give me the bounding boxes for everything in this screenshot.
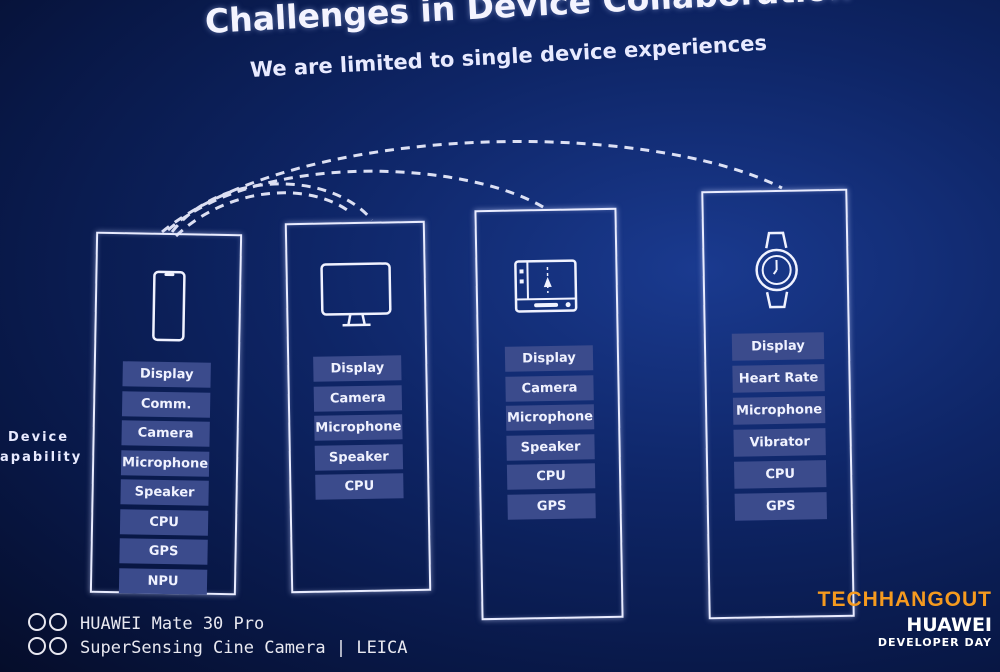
capability-chip: GPS — [734, 492, 828, 521]
capability-chip: CPU — [119, 508, 209, 536]
device-capability-label: Device apability — [0, 428, 80, 468]
capability-list-monitor: Display Camera Microphone Speaker CPU — [313, 355, 404, 504]
capability-chip: CPU — [734, 460, 827, 489]
device-card-monitor: Display Camera Microphone Speaker CPU — [284, 220, 432, 594]
watermark-event-name: DEVELOPER DAY — [877, 636, 992, 649]
capability-chip: Microphone — [732, 396, 826, 425]
camera-watermark-lens: SuperSensing Cine Camera | LEICA — [80, 638, 408, 658]
capability-chip: Heart Rate — [732, 364, 825, 393]
watermark-event-brand: HUAWEI — [906, 614, 992, 636]
capability-list-watch: Display Heart Rate Microphone Vibrator C… — [731, 332, 828, 526]
capability-chip: Vibrator — [733, 428, 826, 457]
capability-chip: GPS — [119, 538, 208, 565]
capability-chip: Microphone — [314, 414, 403, 441]
smartwatch-icon — [755, 231, 798, 309]
capability-chip: NPU — [118, 567, 208, 595]
phone-icon — [152, 270, 186, 342]
capability-chip: Camera — [313, 384, 403, 412]
capability-chip: Speaker — [120, 479, 209, 506]
capability-chip: Display — [504, 345, 594, 372]
capability-chip: CPU — [506, 463, 596, 490]
capability-list-phone: Display Comm. Camera Microphone Speaker … — [118, 361, 211, 598]
camera-watermark: HUAWEI Mate 30 Pro SuperSensing Cine Cam… — [80, 612, 408, 660]
capability-chip: Speaker — [314, 443, 404, 471]
capability-chip: Display — [731, 332, 825, 361]
monitor-icon — [320, 262, 392, 327]
capability-chip: Speaker — [506, 433, 595, 461]
device-card-watch: Display Heart Rate Microphone Vibrator C… — [701, 188, 855, 620]
slide-title: Challenges in Device Collaboration — [203, 0, 853, 41]
capability-chip: CPU — [315, 473, 404, 500]
side-label-line1: Device — [8, 430, 70, 445]
link-phone-watch — [161, 139, 783, 234]
capability-chip: Microphone — [505, 404, 595, 431]
capability-chip: Display — [313, 355, 402, 382]
capability-list-car: Display Camera Microphone Speaker CPU GP… — [504, 345, 596, 524]
capability-chip: Camera — [505, 374, 594, 402]
watermark-brand: TECHHANGOUT — [817, 588, 992, 611]
capability-chip: Display — [122, 361, 211, 388]
capability-chip: Camera — [121, 420, 210, 447]
capability-chip: Comm. — [121, 390, 211, 418]
camera-watermark-model: HUAWEI Mate 30 Pro — [80, 614, 265, 634]
site-watermark: TECHHANGOUT HUAWEI DEVELOPER DAY — [817, 588, 992, 668]
car-dashboard-icon — [514, 259, 578, 313]
capability-chip: Microphone — [120, 449, 210, 477]
capability-chip: GPS — [507, 492, 596, 520]
device-card-car: Display Camera Microphone Speaker CPU GP… — [474, 207, 624, 621]
side-label-line2: apability — [0, 450, 83, 465]
device-card-phone: Display Comm. Camera Microphone Speaker … — [89, 231, 243, 598]
slide-subtitle: We are limited to single device experien… — [249, 30, 768, 82]
